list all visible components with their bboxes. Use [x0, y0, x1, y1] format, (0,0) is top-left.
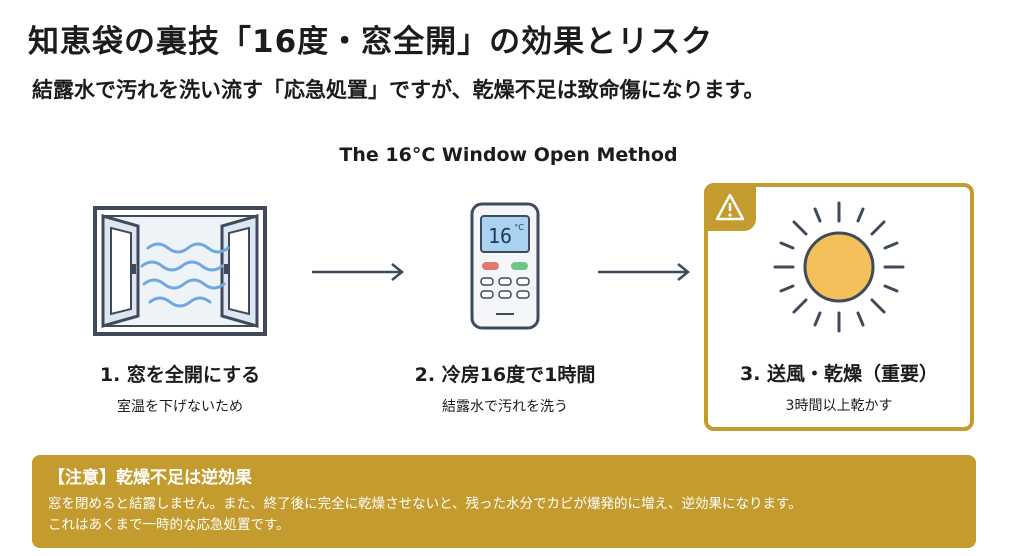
step-3-description: 3時間以上乾かす: [785, 398, 893, 414]
step-1-label: 1. 窓を全開にする: [99, 364, 261, 386]
step-1: 1. 窓を全開にする 室温を下げないため: [45, 186, 315, 432]
open-window-icon: [45, 186, 315, 346]
sun-icon: [708, 187, 970, 347]
step-3-label: 3. 送風・乾燥（重要）: [739, 363, 939, 385]
step-3: 3. 送風・乾燥（重要） 3時間以上乾かす: [704, 183, 974, 431]
step-2-label: 2. 冷房16度で1時間: [414, 364, 596, 386]
page-subtitle: 結露水で汚れを洗い流す「応急処置」ですが、乾燥不足は致命傷になります。: [32, 78, 765, 102]
warning-notice: 【注意】乾燥不足は逆効果 窓を閉めると結露しません。また、終了後に完全に乾燥させ…: [32, 455, 976, 548]
arrow-right-icon: [598, 263, 691, 281]
warning-icon: [704, 183, 756, 231]
notice-line-2: これはあくまで一時的な応急処置です。: [48, 517, 290, 533]
remote-display-value: 16: [488, 224, 512, 248]
remote-control-icon: 16 °C: [370, 186, 640, 346]
notice-heading: 【注意】乾燥不足は逆効果: [48, 468, 252, 488]
step-2-description: 結露水で汚れを洗う: [442, 399, 568, 415]
step-1-description: 室温を下げないため: [117, 399, 243, 415]
page-title: 知恵袋の裏技「16度・窓全開」の効果とリスク: [28, 24, 714, 60]
notice-line-1: 窓を閉めると結露しません。また、終了後に完全に乾燥させないと、残った水分でカビが…: [48, 496, 802, 512]
step-2: 16 °C 2. 冷房16度で1時間 結露水で汚れを洗う: [370, 186, 640, 432]
arrow-right-icon: [312, 263, 405, 281]
method-title: The 16°C Window Open Method: [339, 144, 678, 166]
remote-display-unit: °C: [514, 223, 524, 232]
